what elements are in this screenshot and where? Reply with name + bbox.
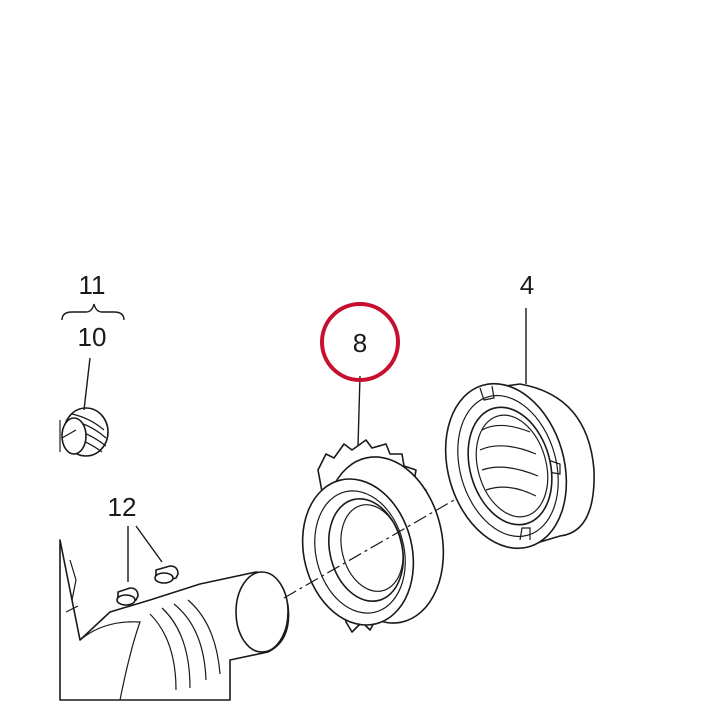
leader-10 [83, 357, 91, 411]
pin-right [154, 565, 179, 584]
leader-8 [357, 375, 361, 447]
callout-4[interactable]: 4 [520, 270, 534, 300]
camshaft [59, 539, 290, 701]
highlight-circle [320, 302, 400, 382]
part-12-pins [116, 565, 179, 606]
callout-12[interactable]: 12 [108, 492, 137, 522]
callout-8[interactable]: 8 [353, 328, 367, 358]
pin-left [116, 587, 139, 606]
part-8-sprocket [301, 439, 445, 633]
callout-11[interactable]: 11 [79, 270, 106, 300]
part-4-slotted-nut [444, 382, 595, 550]
brace-11 [61, 303, 125, 321]
callout-10[interactable]: 10 [78, 322, 107, 352]
part-10-threaded-plug [0, 400, 109, 480]
leader-12 [127, 525, 163, 582]
